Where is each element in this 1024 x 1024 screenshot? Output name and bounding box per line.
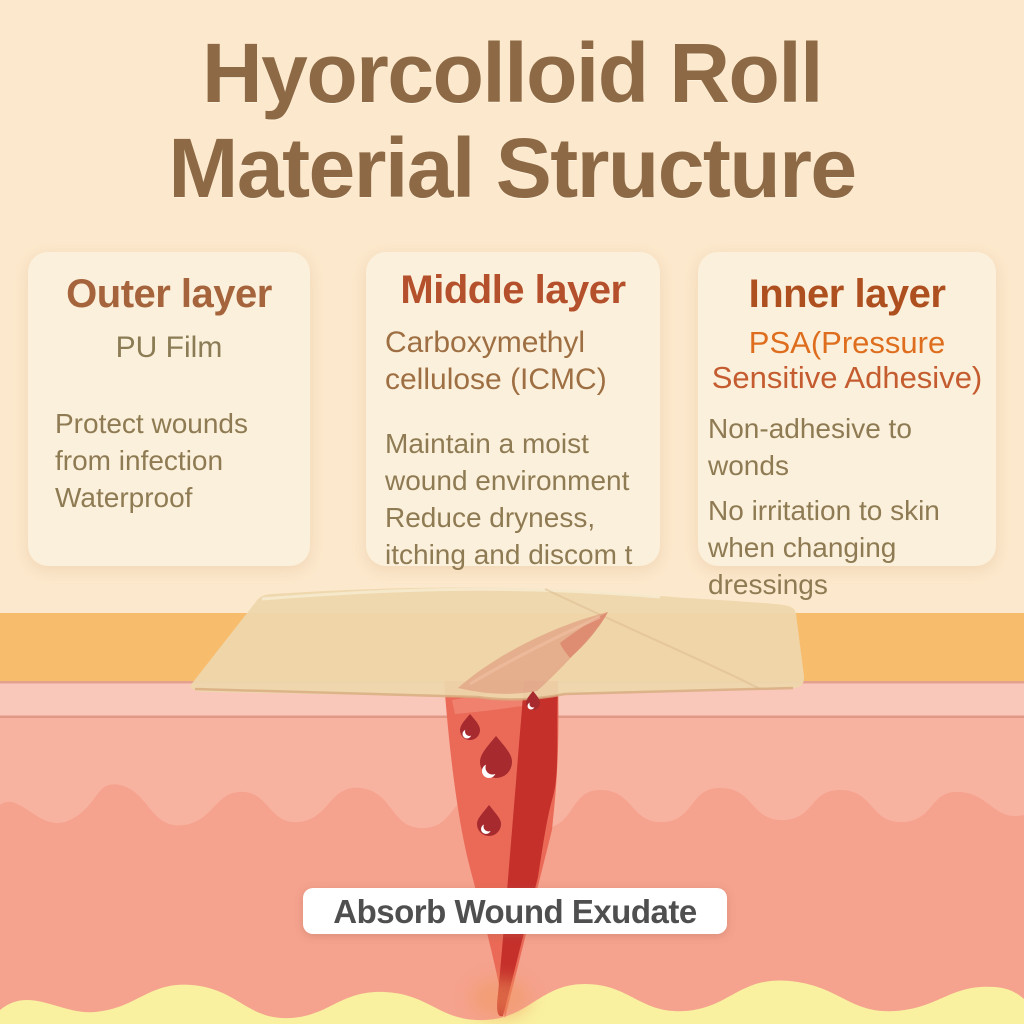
inner-layer-subtitle-line2: Sensitive Adhesive) — [711, 359, 983, 395]
wound-tissue-flap-highlight — [469, 615, 601, 686]
blood-droplet-left — [460, 714, 480, 740]
inner-layer-body-line1: Non-adhesive to wonds — [708, 413, 912, 482]
blood-droplet-large — [480, 736, 512, 778]
outer-layer-heading: Outer layer — [66, 272, 272, 316]
blood-droplet-bottom — [477, 805, 501, 836]
outer-layer-subtitle: PU Film — [115, 331, 223, 364]
page-title: Hyorcolloid Roll Material Structure — [0, 26, 1024, 216]
inner-layer-heading: Inner layer — [748, 272, 946, 316]
wound-tissue-flap-tip — [560, 612, 608, 658]
outer-layer-body: Protect wounds from infection Waterproof — [55, 408, 248, 513]
card-inner-layer: Inner layer PSA(Pressure Sensitive Adhes… — [698, 252, 996, 600]
patch-bottom-edge — [194, 686, 794, 701]
middle-layer-subtitle: Carboxymethyl cellulose (ICMC) — [385, 326, 607, 396]
middle-layer-heading: Middle layer — [400, 268, 626, 312]
inner-layer-subtitle-line1: PSA(Pressure — [748, 325, 946, 360]
middle-layer-body: Maintain a moist wound environment Reduc… — [385, 428, 633, 571]
inner-layer-body-line2: No irritation to skin when changing dres… — [708, 495, 940, 601]
hydrocolloid-patch — [190, 587, 805, 700]
blood-droplet-small-top — [526, 691, 540, 710]
patch-top-highlight — [261, 587, 661, 601]
wound-tip-glow — [470, 978, 530, 1018]
skin-fat-layer — [0, 980, 1024, 1024]
card-middle-layer: Middle layer Carboxymethyl cellulose (IC… — [366, 252, 660, 570]
page-title-line2: Material Structure — [168, 121, 857, 215]
wound-tissue-flap — [458, 612, 608, 694]
exudate-label: Absorb Wound Exudate — [303, 888, 727, 934]
page-title-line1: Hyorcolloid Roll — [201, 26, 824, 120]
patch-fold-crease — [544, 588, 761, 690]
card-outer-layer: Outer layer PU Film Protect wounds from … — [28, 252, 310, 566]
